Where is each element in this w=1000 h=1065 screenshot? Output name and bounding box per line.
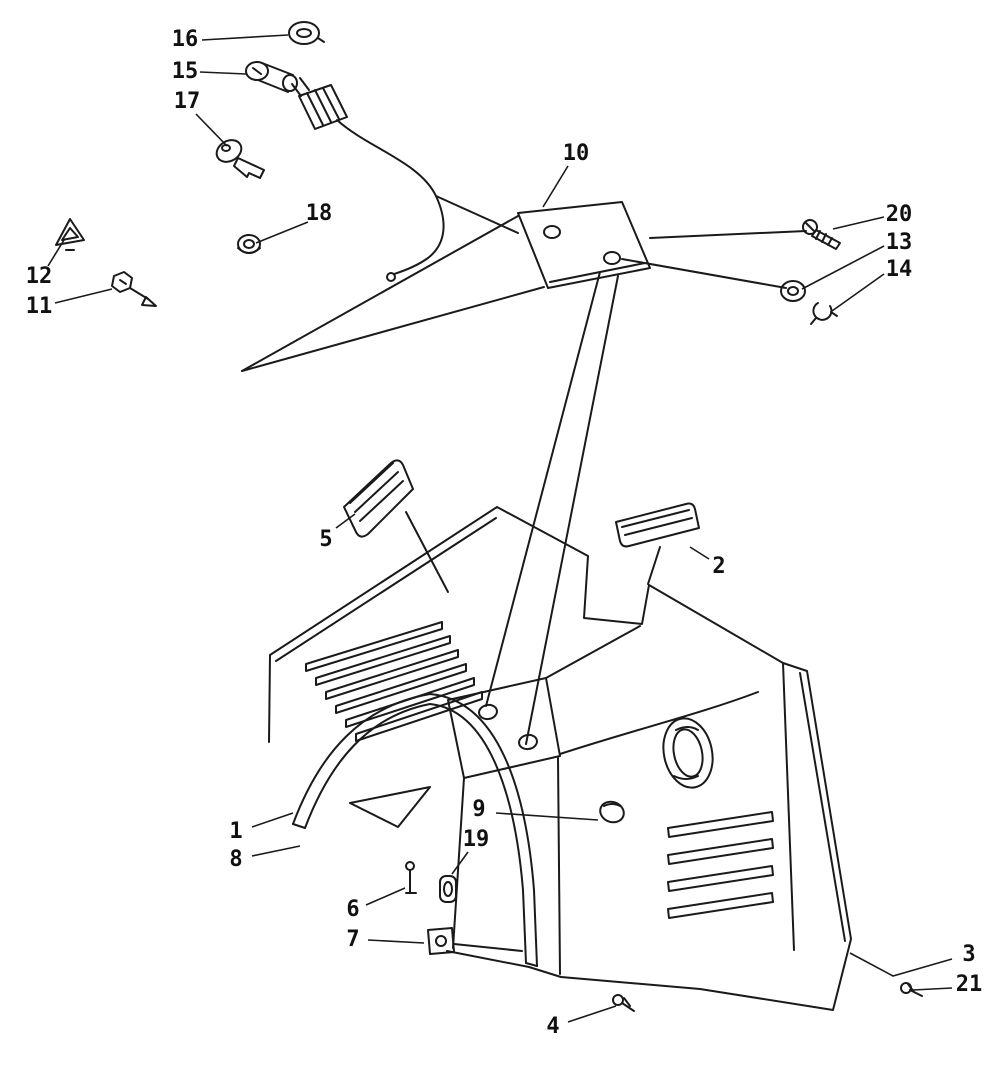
leader-line-20 xyxy=(832,216,885,230)
leader-line-11 xyxy=(54,288,113,304)
console-body-drawing xyxy=(268,506,852,1011)
part-label-17: 17 xyxy=(174,89,201,114)
screw-20-drawing xyxy=(802,219,841,250)
part-label-1: 1 xyxy=(229,819,242,844)
part-label-19: 19 xyxy=(463,827,490,852)
leader-line-6 xyxy=(365,887,406,906)
trim-flap-drawing xyxy=(349,786,431,828)
leader-line-7 xyxy=(367,939,425,944)
vent-louvers-right xyxy=(667,811,774,919)
leader-line-16 xyxy=(201,34,289,41)
leader-line-21 xyxy=(912,987,953,991)
dash-opening-drawing xyxy=(447,677,561,779)
screw-4-drawing xyxy=(612,994,635,1012)
part-label-16: 16 xyxy=(172,27,199,52)
part-label-11: 11 xyxy=(26,294,53,319)
part-label-3: 3 xyxy=(962,942,975,967)
grommet-19-drawing xyxy=(439,875,457,903)
vent-louvers-left xyxy=(305,621,483,742)
clip-12-drawing xyxy=(55,218,85,251)
part-label-5: 5 xyxy=(319,527,332,552)
part-label-10: 10 xyxy=(563,141,590,166)
ignition-cable-drawing xyxy=(336,119,519,282)
leader-line-5 xyxy=(335,513,356,529)
part-label-14: 14 xyxy=(886,257,913,282)
part-label-7: 7 xyxy=(346,927,359,952)
round-recess-drawing xyxy=(662,717,714,789)
leader-line-3 xyxy=(849,952,953,977)
part-label-8: 8 xyxy=(229,847,242,872)
part-label-18: 18 xyxy=(306,201,333,226)
part-label-6: 6 xyxy=(346,897,359,922)
leader-line-13 xyxy=(801,245,885,290)
clip-14-drawing xyxy=(810,302,838,325)
leader-line-10 xyxy=(542,165,569,208)
trim-arch-drawing xyxy=(292,693,538,967)
part-label-4: 4 xyxy=(546,1014,559,1039)
part-9-drawing xyxy=(599,800,625,824)
fastener-11-drawing xyxy=(111,271,157,307)
part-label-15: 15 xyxy=(172,59,199,84)
switch-plate-drawing xyxy=(517,201,651,289)
leader-line-9 xyxy=(495,812,599,821)
pin-6-drawing xyxy=(405,861,417,894)
leader-line-17 xyxy=(195,113,228,147)
washer-13-drawing xyxy=(780,280,806,302)
leader-line-1 xyxy=(251,812,294,828)
diagram-artwork xyxy=(55,21,923,1012)
decal-2-drawing xyxy=(615,502,700,585)
callout-leader-lines xyxy=(47,34,953,1023)
screw-21-drawing xyxy=(900,982,923,997)
ignition-switch-drawing xyxy=(245,61,310,97)
leader-line-18 xyxy=(255,221,309,244)
part-label-20: 20 xyxy=(886,202,913,227)
leader-line-4 xyxy=(567,1005,617,1023)
leader-line-8 xyxy=(251,845,301,857)
bracket-7-drawing xyxy=(427,927,523,955)
leader-line-15 xyxy=(199,71,247,75)
leader-line-2 xyxy=(689,546,710,560)
part-label-2: 2 xyxy=(712,554,725,579)
part-label-9: 9 xyxy=(472,797,485,822)
leader-line-12 xyxy=(47,239,65,267)
part-label-21: 21 xyxy=(956,972,983,997)
leader-line-14 xyxy=(831,273,885,312)
leader-line-19 xyxy=(451,851,469,875)
part-label-13: 13 xyxy=(886,230,913,255)
switch-connector-drawing xyxy=(298,84,348,130)
plate-alignment-lines xyxy=(241,215,807,745)
ignition-key-drawing xyxy=(215,139,265,179)
grommet-18-drawing xyxy=(237,234,261,254)
part-label-12: 12 xyxy=(26,264,53,289)
ignition-cap-drawing xyxy=(288,21,325,45)
